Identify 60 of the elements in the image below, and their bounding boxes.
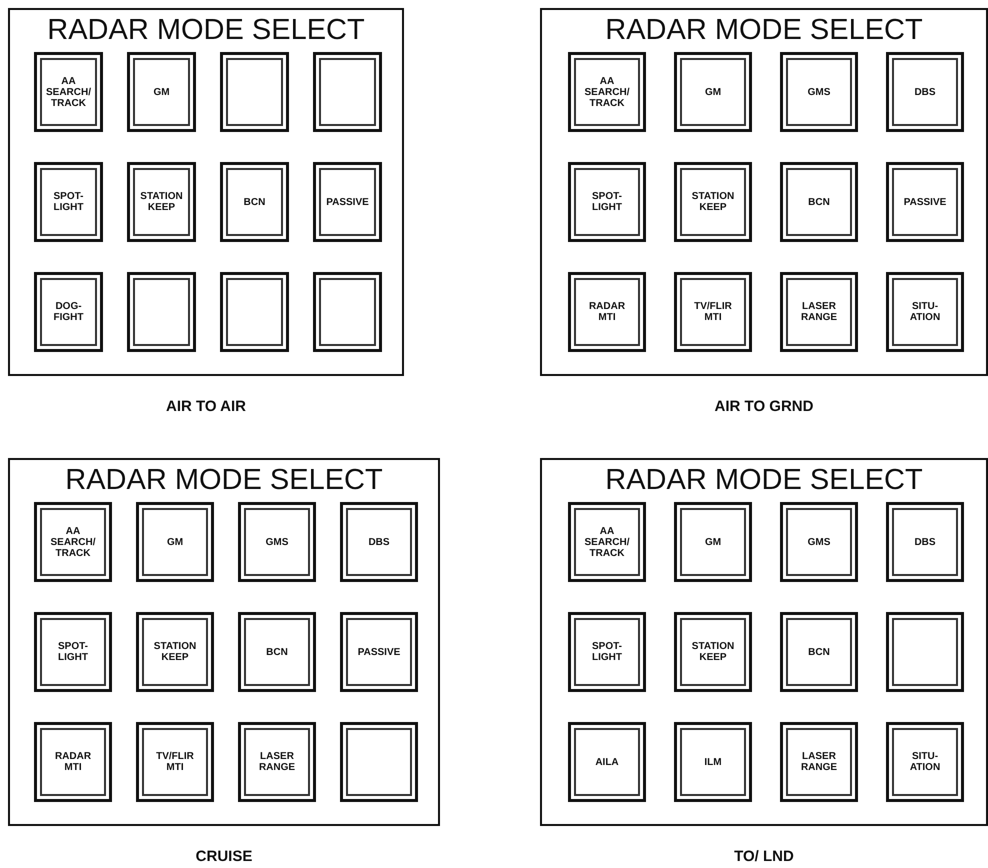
mode-button: DBS: [886, 52, 964, 132]
mode-button: LASER RANGE: [238, 722, 316, 802]
mode-button: AA SEARCH/ TRACK: [568, 502, 646, 582]
mode-button: AA SEARCH/ TRACK: [568, 52, 646, 132]
mode-button: GM: [127, 52, 196, 132]
mode-button: DBS: [340, 502, 418, 582]
mode-button: BCN: [780, 612, 858, 692]
control-panel: [540, 8, 988, 376]
mode-button: GMS: [238, 502, 316, 582]
control-panel: [8, 8, 404, 376]
panel-title: RADAR MODE SELECT: [46, 14, 366, 46]
control-panel: [8, 458, 440, 826]
mode-button: RADAR MTI: [568, 272, 646, 352]
mode-button: STATION KEEP: [127, 162, 196, 242]
panel-title: RADAR MODE SELECT: [604, 464, 924, 496]
mode-button: AA SEARCH/ TRACK: [34, 502, 112, 582]
panel-caption: AIR TO GRND: [714, 398, 814, 415]
mode-button: SPOT- LIGHT: [568, 162, 646, 242]
mode-button: TV/FLIR MTI: [136, 722, 214, 802]
mode-button: RADAR MTI: [34, 722, 112, 802]
control-panel: [540, 458, 988, 826]
blank-button: [313, 272, 382, 352]
mode-button: GMS: [780, 52, 858, 132]
mode-button: ILM: [674, 722, 752, 802]
blank-button: [220, 52, 289, 132]
mode-button: STATION KEEP: [674, 612, 752, 692]
mode-button: BCN: [220, 162, 289, 242]
mode-button: LASER RANGE: [780, 722, 858, 802]
mode-button: GM: [674, 52, 752, 132]
mode-button: SPOT- LIGHT: [34, 612, 112, 692]
blank-button: [886, 612, 964, 692]
mode-button: STATION KEEP: [674, 162, 752, 242]
mode-button: BCN: [780, 162, 858, 242]
mode-button: SITU- ATION: [886, 722, 964, 802]
mode-button: TV/FLIR MTI: [674, 272, 752, 352]
mode-button: BCN: [238, 612, 316, 692]
panel-caption: TO/ LND: [733, 848, 795, 865]
mode-button: GM: [674, 502, 752, 582]
blank-button: [340, 722, 418, 802]
blank-button: [220, 272, 289, 352]
panel-title: RADAR MODE SELECT: [64, 464, 384, 496]
mode-button: PASSIVE: [886, 162, 964, 242]
mode-button: PASSIVE: [313, 162, 382, 242]
mode-button: GMS: [780, 502, 858, 582]
panel-caption: AIR TO AIR: [164, 398, 247, 415]
panel-title: RADAR MODE SELECT: [604, 14, 924, 46]
mode-button: LASER RANGE: [780, 272, 858, 352]
mode-button: SPOT- LIGHT: [568, 612, 646, 692]
mode-button: AA SEARCH/ TRACK: [34, 52, 103, 132]
mode-button: AILA: [568, 722, 646, 802]
mode-button: STATION KEEP: [136, 612, 214, 692]
mode-button: PASSIVE: [340, 612, 418, 692]
mode-button: DBS: [886, 502, 964, 582]
panel-caption: CRUISE: [194, 848, 254, 865]
mode-button: GM: [136, 502, 214, 582]
mode-button: SITU- ATION: [886, 272, 964, 352]
mode-button: DOG- FIGHT: [34, 272, 103, 352]
mode-button: SPOT- LIGHT: [34, 162, 103, 242]
blank-button: [127, 272, 196, 352]
blank-button: [313, 52, 382, 132]
